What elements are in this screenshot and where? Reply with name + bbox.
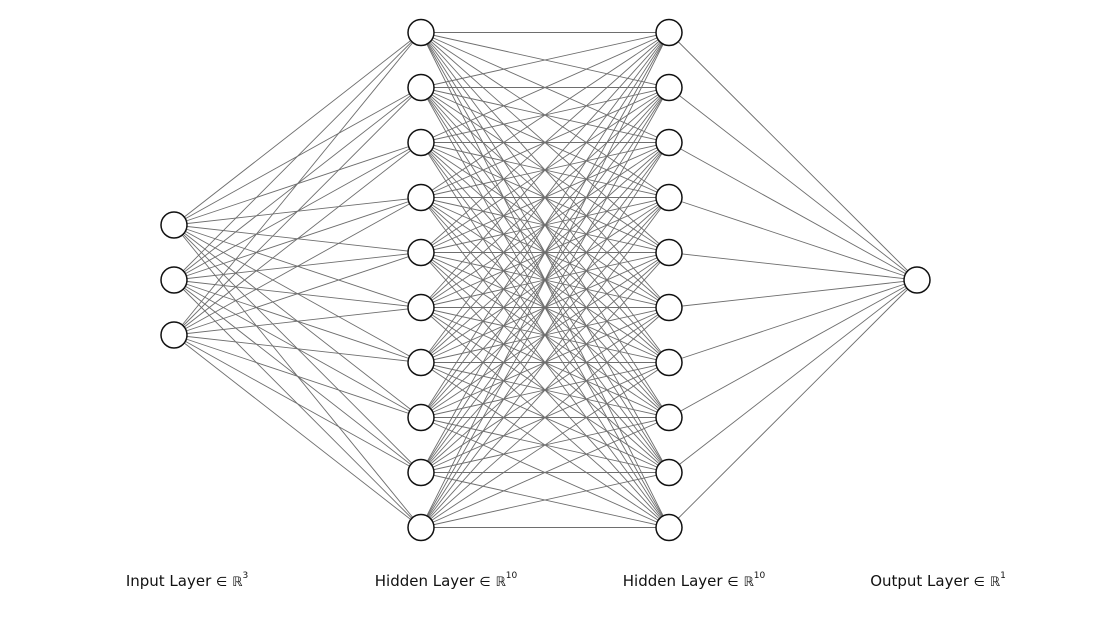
connection-edge (420, 472, 670, 528)
connection-edge (173, 334, 422, 528)
connection-edge (668, 279, 918, 308)
connection-edge (173, 197, 422, 336)
connection-edge (173, 334, 422, 473)
connection-edge (173, 32, 422, 336)
output-layer-label: Output Layer ∈ ℝ1 (818, 571, 1058, 590)
neurons (160, 18, 931, 542)
layer-name: Hidden Layer (374, 572, 475, 590)
connection-edge (420, 362, 670, 528)
connection-edge (173, 32, 422, 226)
real-space-symbol: ℝ (495, 575, 506, 590)
hidden-1-neuron (407, 238, 435, 267)
hidden-1-neuron (407, 458, 435, 487)
hidden-2-neuron (655, 128, 683, 157)
hidden-1-neuron (407, 183, 435, 212)
hidden-2-neuron (655, 18, 683, 47)
hidden-2-neuron (655, 403, 683, 432)
hidden-2-neuron (655, 293, 683, 322)
layer-name: Output Layer (870, 572, 969, 590)
real-space-symbol: ℝ (989, 575, 1001, 590)
hidden-1-neuron (407, 513, 435, 542)
input-neuron (160, 266, 188, 294)
connection-edge (420, 32, 670, 143)
connection-edge (420, 32, 670, 308)
hidden-2-neuron (655, 73, 683, 102)
element-of-symbol: ∈ (216, 575, 228, 590)
real-space-symbol: ℝ (743, 575, 754, 590)
real-space-symbol: ℝ (232, 575, 243, 590)
layer-dimension: 3 (242, 571, 249, 581)
element-of-symbol: ∈ (973, 575, 985, 590)
layer-name: Input Layer (125, 572, 212, 590)
connection-edge (173, 334, 422, 418)
connection-edge (668, 279, 918, 528)
input-neuron (160, 321, 188, 349)
input-neuron (160, 211, 188, 239)
output-neuron (903, 266, 931, 294)
hidden-2-neuron (655, 238, 683, 267)
layer-dimension: 10 (505, 571, 518, 581)
hidden-1-neuron (407, 18, 435, 47)
layer-dimension: 1 (1000, 571, 1006, 581)
connection-edge (173, 32, 422, 281)
connection-edge (420, 32, 670, 88)
connection-edge (668, 279, 918, 418)
connection-edge (420, 87, 670, 528)
connection-edge (173, 307, 422, 336)
connection-edge (420, 32, 670, 528)
connection-edge (420, 32, 670, 418)
connection-edge (420, 252, 670, 528)
hidden-1-neuron (407, 403, 435, 432)
connection-edge (420, 32, 670, 473)
connection-edge (173, 252, 422, 336)
connection-edge (173, 87, 422, 336)
connection-edge (173, 334, 422, 363)
connection-edge (668, 279, 918, 363)
element-of-symbol: ∈ (727, 575, 739, 590)
layer-dimension: 10 (753, 571, 766, 581)
hidden-1-neuron (407, 128, 435, 157)
connection-edge (668, 87, 918, 281)
connection-edge (420, 142, 670, 528)
input-layer-label: Input Layer ∈ ℝ3 (67, 571, 307, 590)
hidden-2-neuron (655, 348, 683, 377)
hidden-1-neuron (407, 293, 435, 322)
element-of-symbol: ∈ (479, 575, 491, 590)
hidden-1-neuron (407, 348, 435, 377)
connection-edge (420, 307, 670, 528)
connection-edge (668, 142, 918, 281)
connections (173, 32, 918, 528)
hidden-layer-1-label: Hidden Layer ∈ ℝ10 (326, 571, 566, 590)
hidden-layer-2-label: Hidden Layer ∈ ℝ10 (574, 571, 814, 590)
connection-edge (668, 32, 918, 281)
hidden-1-neuron (407, 73, 435, 102)
connection-edge (420, 417, 670, 528)
network-graph (160, 18, 931, 542)
connection-edge (420, 32, 670, 198)
connection-edge (420, 32, 670, 363)
hidden-2-neuron (655, 458, 683, 487)
hidden-2-neuron (655, 513, 683, 542)
connection-edge (173, 142, 422, 336)
connection-edge (420, 32, 670, 253)
hidden-2-neuron (655, 183, 683, 212)
connection-edge (668, 279, 918, 473)
connection-edge (668, 197, 918, 281)
connection-edge (668, 252, 918, 281)
connection-edge (420, 197, 670, 528)
layer-name: Hidden Layer (622, 572, 723, 590)
